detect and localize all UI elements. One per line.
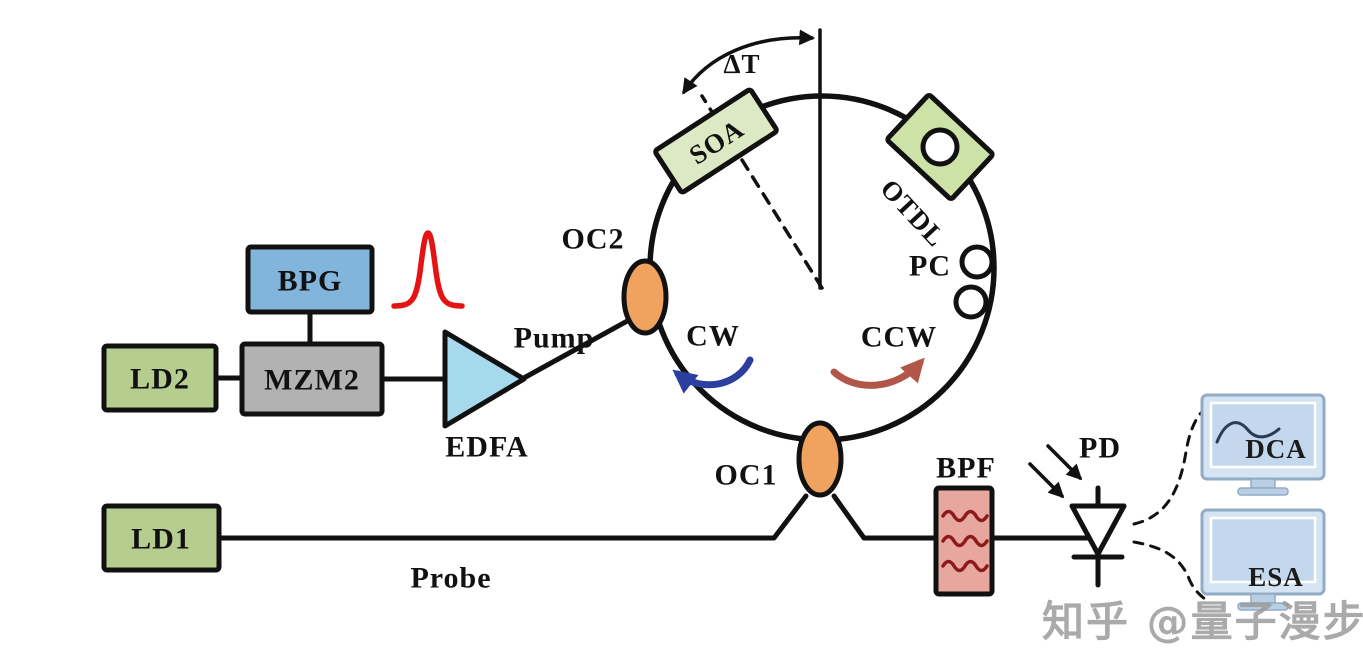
mzm2-label: MZM2 xyxy=(264,364,360,397)
ld1-box xyxy=(101,503,222,573)
output-brace-upper xyxy=(1132,405,1209,526)
ccw-label: CCW xyxy=(861,321,937,354)
bpf-wave-3 xyxy=(941,559,989,573)
mzm2-box xyxy=(239,341,385,417)
edfa-amplifier xyxy=(442,329,527,429)
ld2-box xyxy=(101,343,219,413)
esa-monitor: ESA xyxy=(1200,508,1326,611)
edfa-label: EDFA xyxy=(445,431,528,464)
bpf-wave-2 xyxy=(941,534,989,548)
cw-label: CW xyxy=(686,320,740,353)
bpf-wave-1 xyxy=(941,509,989,523)
output-brace-lower xyxy=(1132,540,1210,603)
otdl-spool-icon xyxy=(920,127,960,167)
photodiode-symbol xyxy=(1028,444,1127,588)
watermark: 知乎 @量子漫步 xyxy=(1042,597,1363,646)
ccw-arrow xyxy=(830,357,925,389)
dca-label: DCA xyxy=(1245,434,1307,464)
dca-screen xyxy=(1209,401,1317,469)
oc1-coupler xyxy=(796,420,844,498)
pd-label: PD xyxy=(1079,432,1121,465)
esa-label: ESA xyxy=(1248,562,1304,592)
ld1-label: LD1 xyxy=(131,523,191,556)
oc1-label: OC1 xyxy=(715,459,778,492)
cw-arrow xyxy=(672,356,754,394)
oc2-coupler xyxy=(621,258,669,336)
otdl-device xyxy=(885,93,995,201)
dca-stand xyxy=(1250,478,1276,489)
optical-pulse-icon xyxy=(391,230,465,309)
delta-t-arc-arrow xyxy=(682,29,816,95)
esa-base xyxy=(1237,602,1289,611)
dca-base xyxy=(1237,487,1289,496)
probe-label: Probe xyxy=(410,562,491,595)
pump-label: Pump xyxy=(514,322,595,355)
pc-label: PC xyxy=(909,250,951,283)
pump-fiber xyxy=(519,311,643,382)
light-arrow-1 xyxy=(1028,462,1065,499)
pc-paddle-2 xyxy=(953,284,989,320)
dca-monitor: DCA xyxy=(1200,393,1326,496)
bpg-label: BPG xyxy=(278,265,343,298)
soa-device: SOA xyxy=(653,87,779,195)
bpg-box xyxy=(245,244,375,315)
delta-t-label: ΔT xyxy=(724,49,761,79)
soa-box xyxy=(653,87,779,195)
pc-paddle-1 xyxy=(959,244,995,280)
bpf-label: BPF xyxy=(936,452,996,485)
dca-waveform xyxy=(1215,421,1281,444)
oc2-label: OC2 xyxy=(562,223,625,256)
probe-fiber-in xyxy=(216,493,809,541)
light-arrow-2 xyxy=(1046,444,1083,481)
probe-fiber-out xyxy=(831,493,1093,541)
pd-triangle xyxy=(1069,503,1127,557)
ld2-label: LD2 xyxy=(130,363,190,396)
esa-screen xyxy=(1209,516,1317,584)
